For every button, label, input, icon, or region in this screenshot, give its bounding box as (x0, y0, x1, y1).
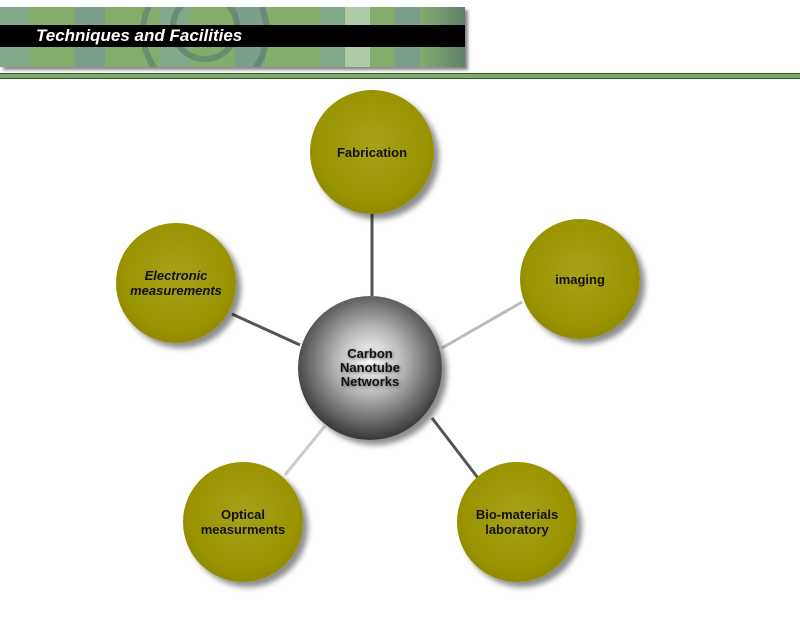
header-divider (0, 73, 800, 79)
node-label: Electronic (144, 268, 208, 283)
node-label: imaging (555, 271, 605, 287)
link-imaging (441, 300, 523, 350)
node-label: measurements (130, 283, 222, 298)
node-label: laboratory (485, 522, 549, 537)
node-fabrication[interactable]: Fabrication (310, 90, 434, 214)
page-title: Techniques and Facilities (36, 26, 243, 45)
link-optical (283, 425, 327, 476)
node-label: Optical (220, 507, 266, 522)
title-bar (0, 25, 465, 47)
link-electronic (231, 312, 301, 347)
header-banner: Techniques and Facilities (0, 7, 465, 67)
center-label: Nanotube (340, 360, 400, 375)
node-imaging[interactable]: imaging (520, 219, 640, 339)
center-label: Carbon (347, 346, 393, 361)
node-label: Bio-materials (475, 507, 559, 522)
link-bio (430, 417, 480, 479)
node-label: Fabrication (336, 144, 408, 160)
center-label: Networks (340, 374, 400, 389)
node-label: measurments (200, 522, 286, 537)
